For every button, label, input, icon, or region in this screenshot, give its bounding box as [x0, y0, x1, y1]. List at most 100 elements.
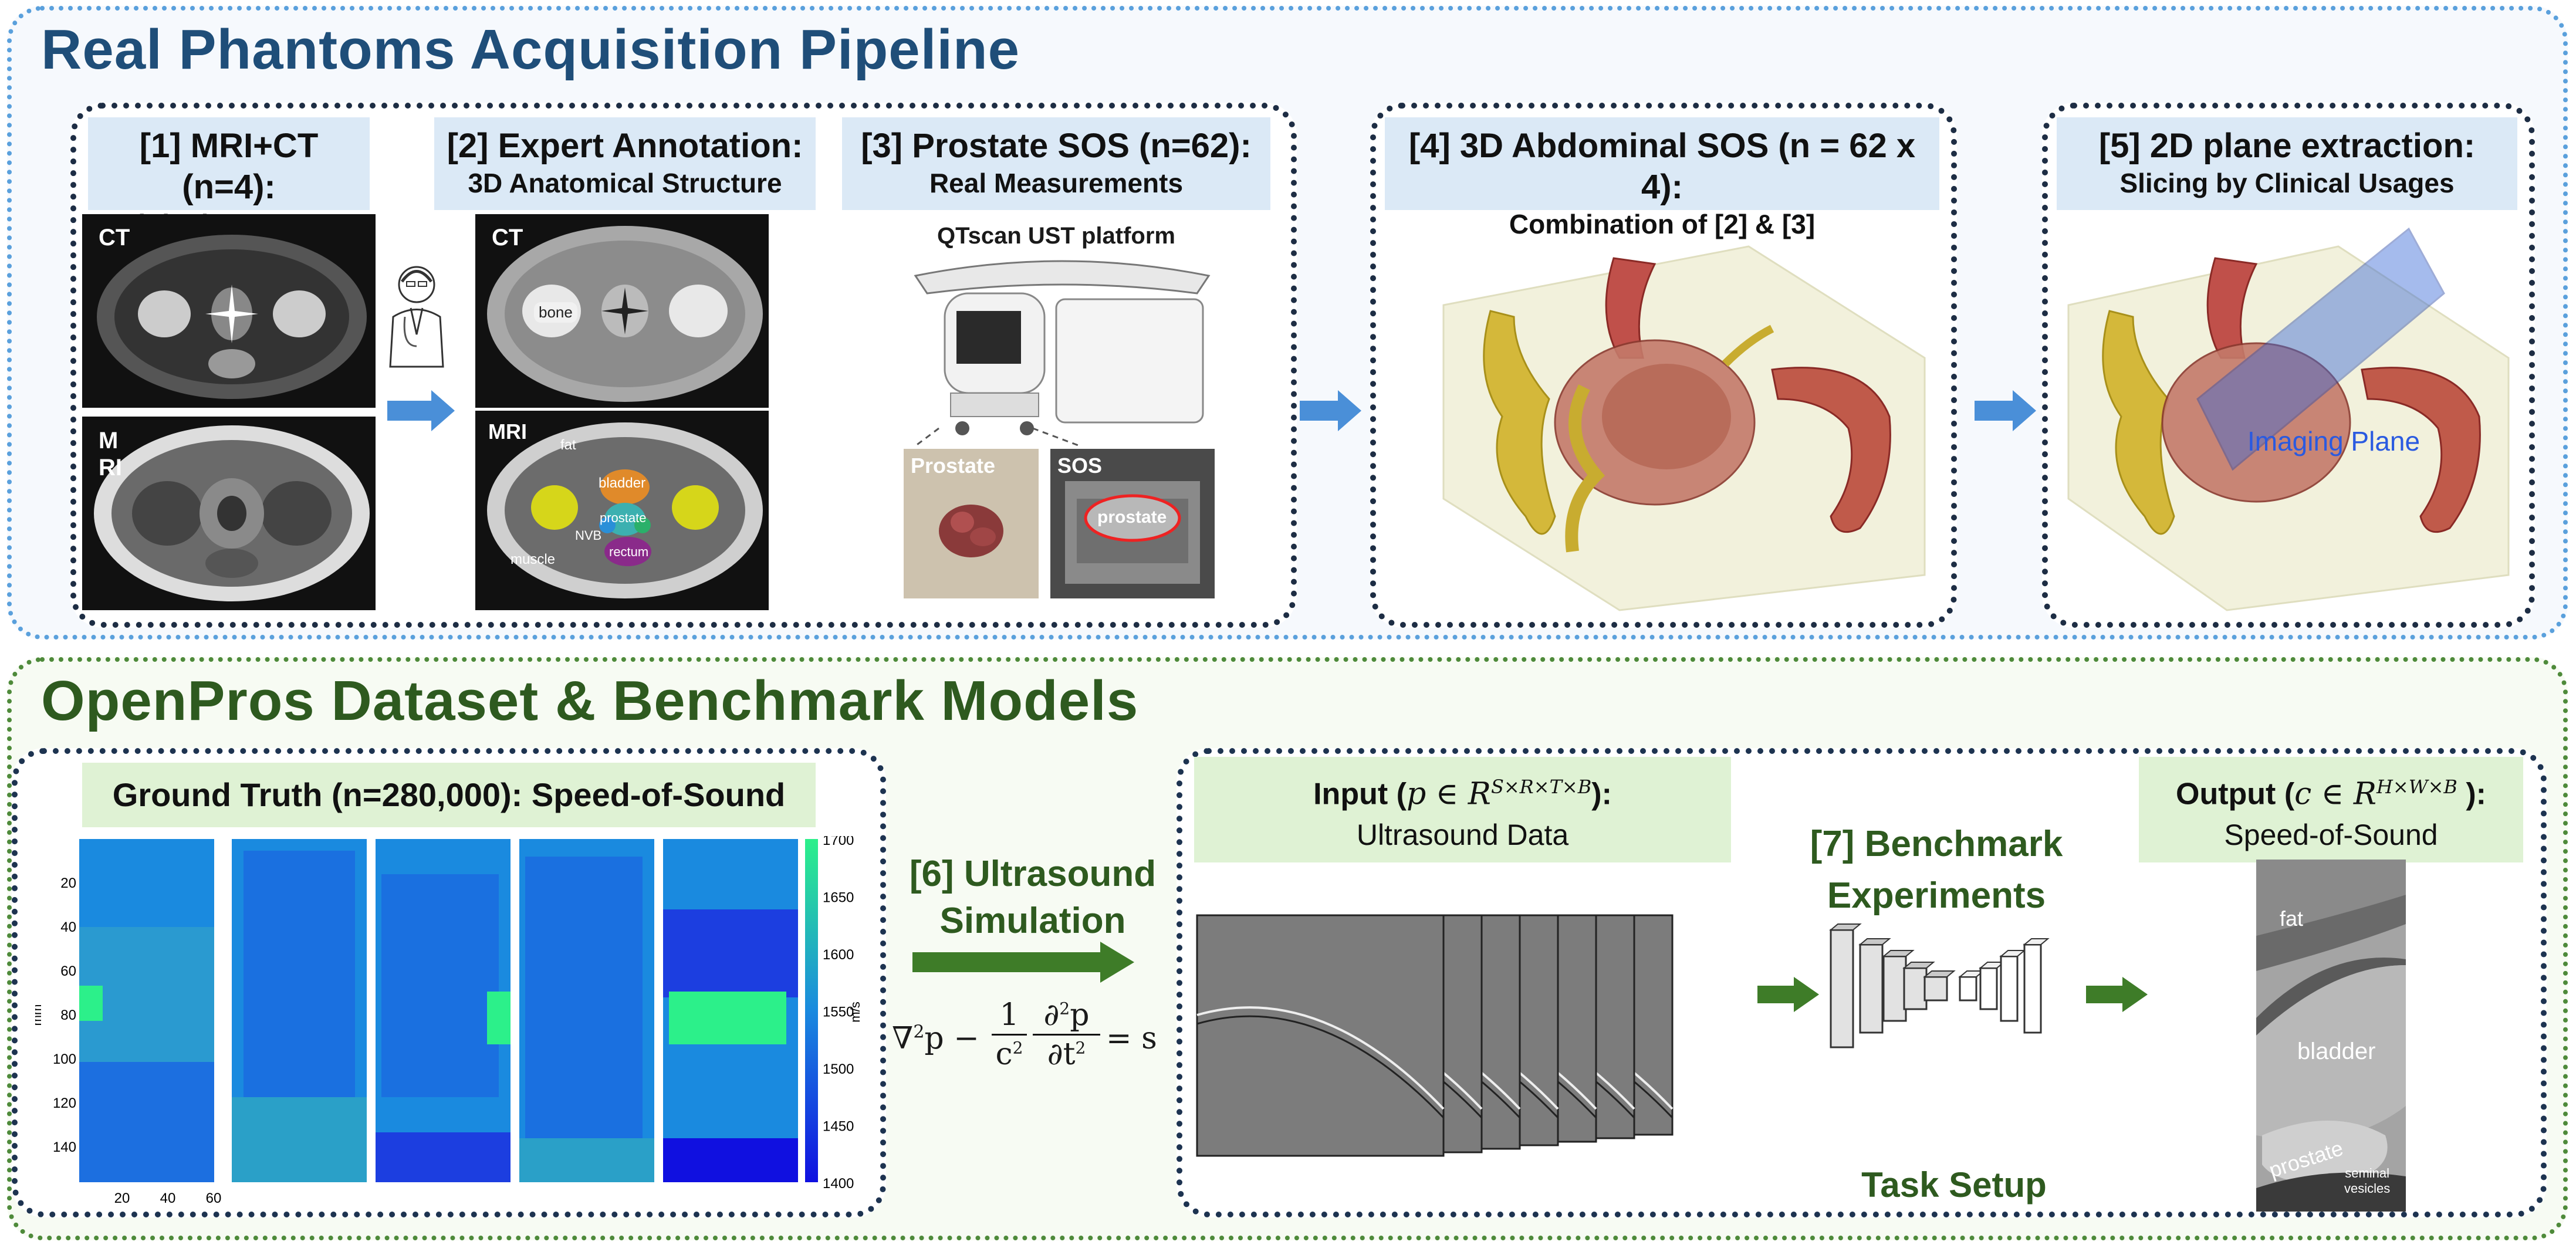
output-subtitle: Speed-of-Sound: [2224, 818, 2438, 852]
eq-rhs: = s: [1106, 1021, 1157, 1056]
arrow-1-to-2: [387, 390, 458, 431]
sos-region: [79, 1062, 214, 1182]
network-layer-block: [2023, 943, 2042, 1034]
bladder-label: bladder: [599, 475, 646, 491]
network-layer-block: [1882, 955, 1907, 1022]
x-tick-label: 20: [114, 1190, 130, 1206]
rectum-label: rectum: [609, 544, 649, 559]
output-fat-label: fat: [2280, 906, 2304, 931]
network-layer-block: [1903, 967, 1928, 1010]
input-title: Input (: [1313, 777, 1407, 811]
doctor-sketch-icon: [389, 266, 444, 368]
eq-frac1-num: 1: [999, 997, 1019, 1033]
colorbar: [805, 839, 818, 1182]
prostate-roi-label: prostate: [1097, 508, 1167, 527]
arrow-3-to-4: [1300, 390, 1364, 431]
doctor-icon: [384, 258, 449, 370]
sos-map-panel: [519, 839, 654, 1182]
input-close: ):: [1591, 777, 1612, 811]
seminal-line1: seminal: [2345, 1166, 2390, 1180]
ultrasound-frame: [1196, 914, 1445, 1157]
ust-machine-graphic: [914, 260, 1211, 447]
sos-image: SOS prostate: [1050, 449, 1215, 598]
sos-map-graphic: [1050, 449, 1215, 598]
simulation-arrow: [912, 942, 1135, 983]
stage2-header: [2] Expert Annotation: 3D Anatomical Str…: [434, 117, 816, 210]
mri-label-part-b: RI: [99, 455, 122, 481]
mri-label-part-a: M: [99, 428, 119, 454]
stage4-header: [4] 3D Abdominal SOS (n = 62 x 4): Combi…: [1385, 117, 1939, 239]
benchmark-title: [7] Benchmark Experiments: [1772, 818, 2101, 922]
arrow-input-to-model: [1757, 977, 1822, 1012]
muscle-label: muscle: [511, 552, 556, 567]
wave-equation: ∇2p − 1 c2 ∂2p ∂t2 = s: [892, 997, 1157, 1072]
sos-map-panel: [79, 839, 214, 1182]
stage4-title: [4] 3D Abdominal SOS (n = 62 x 4):: [1408, 127, 1916, 206]
output-title: Output (: [2176, 777, 2295, 811]
output-bladder-label: bladder: [2297, 1038, 2376, 1064]
sos-region: [381, 874, 499, 1097]
output-close: ):: [2457, 777, 2486, 811]
output-sos-graphic: [2256, 860, 2406, 1212]
fat-label: fat: [560, 437, 576, 453]
stage4-subtitle: Combination of [2] & [3]: [1509, 209, 1816, 239]
sos-region: [519, 1138, 654, 1182]
output-math: c ∈ R: [2294, 776, 2376, 812]
network-layer-block: [1923, 976, 1948, 1002]
platform-label: QTscan UST platform: [937, 223, 1175, 249]
network-layer-top: [1858, 938, 1891, 945]
ct-scan-graphic: [97, 235, 367, 399]
prostate-label: prostate: [600, 510, 647, 525]
x-tick-label: 40: [160, 1190, 176, 1206]
bone-label: bone: [534, 302, 577, 323]
output-header: Output (c ∈ RH×W×B ): Speed-of-Sound: [2139, 757, 2523, 862]
input-header: Input (p ∈ RS×R×T×B): Ultrasound Data: [1194, 757, 1731, 862]
stage2-subtitle: 3D Anatomical Structure: [468, 168, 782, 198]
network-layer-block: [2000, 955, 2019, 1022]
seminal-line2: vesicles: [2344, 1181, 2391, 1196]
y-tick-label: 20: [60, 875, 76, 891]
prostate-photo: Prostate: [904, 449, 1039, 598]
y-tick-label: 60: [60, 963, 76, 979]
y-tick-label: 80: [60, 1007, 76, 1023]
arrow-model-to-output: [2086, 977, 2151, 1012]
stage1-ct-label: CT: [99, 225, 130, 251]
stage3-header: [3] Prostate SOS (n=62): Real Measuremen…: [842, 117, 1270, 210]
imaging-plane-label: Imaging Plane: [2247, 426, 2421, 456]
eq-frac2-num: ∂: [1043, 997, 1060, 1033]
ground-truth-header: Ground Truth (n=280,000): Speed-of-Sound: [82, 763, 816, 827]
sos-region: [663, 1138, 798, 1182]
stage4-3d-volume: [1420, 223, 1936, 616]
stage2-ct-image: CT bone: [475, 214, 769, 408]
stage5-title: [5] 2D plane extraction:: [2098, 127, 2476, 165]
sos-region: [232, 1097, 367, 1182]
stage5-subtitle: Slicing by Clinical Usages: [2119, 168, 2455, 198]
sos-map-panel: [663, 839, 798, 1182]
y-tick-label: 100: [53, 1051, 76, 1067]
network-layer-top: [1923, 970, 1956, 977]
sos-region: [487, 992, 511, 1044]
annotated-ct-graphic: [487, 226, 763, 402]
stage1-ct-image: CT: [82, 214, 376, 408]
y-tick-label: 40: [60, 919, 76, 935]
colorbar-tick-label: 1550: [823, 1004, 854, 1020]
stage5-3d-volume: Imaging Plane: [2057, 223, 2520, 616]
eq-frac2-den: ∂t: [1047, 1037, 1076, 1072]
sos-region: [244, 851, 355, 1097]
colorbar-tick-label: 1650: [823, 890, 854, 906]
stage2-mri-image: MRI fat bladder prostate NVB rectum musc…: [475, 411, 769, 610]
sos-region: [669, 992, 786, 1044]
input-math: p ∈ R: [1406, 776, 1491, 812]
benchmark-title-line1: [7] Benchmark: [1810, 824, 2063, 864]
stage1-title: [1] MRI+CT (n=4):: [139, 127, 319, 206]
arrow-4-to-5: [1975, 390, 2039, 431]
network-layer-block: [1859, 943, 1884, 1034]
ultrasound-data-stack: [1191, 886, 1731, 1173]
stage2-ct-label: CT: [492, 225, 523, 251]
stage1-mri-label: M RI: [99, 427, 122, 481]
colorbar-tick-label: 1450: [823, 1119, 854, 1135]
abdominal-3d-render: [1442, 245, 1926, 611]
y-tick-label: 140: [53, 1139, 76, 1155]
stage3-title: [3] Prostate SOS (n=62):: [861, 127, 1252, 165]
